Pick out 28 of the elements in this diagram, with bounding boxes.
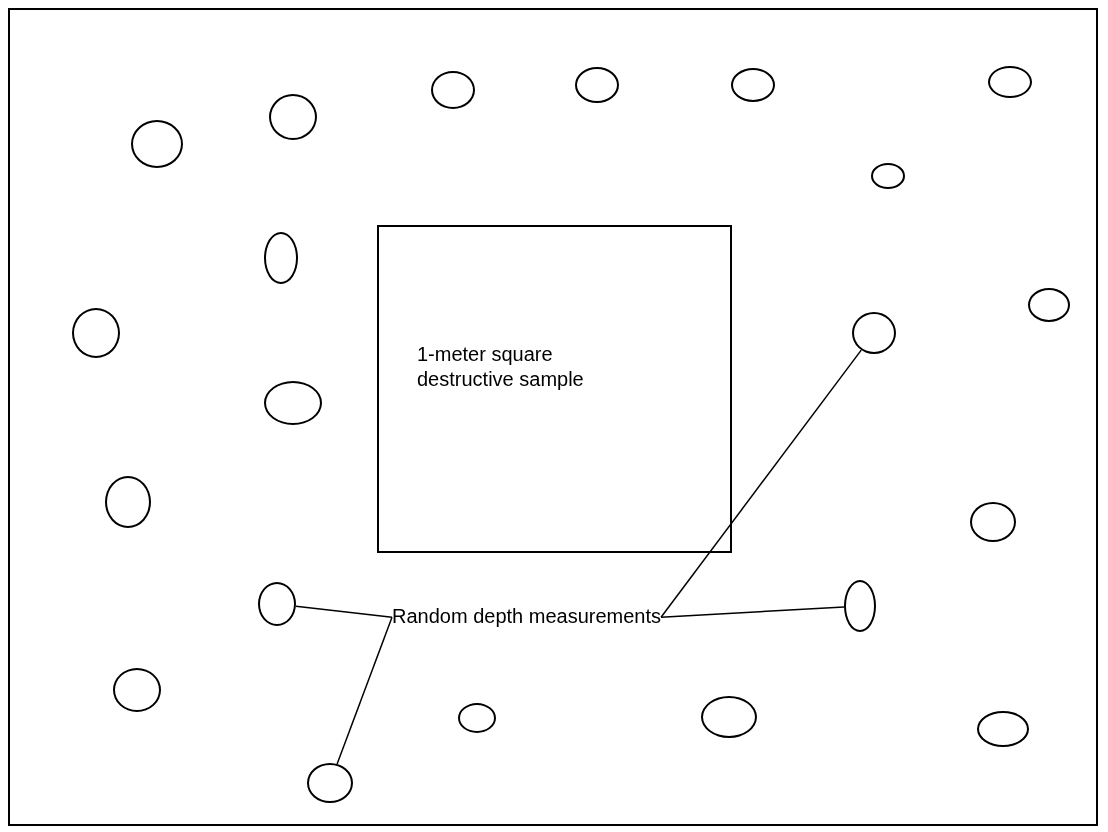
sample-point-ellipse bbox=[871, 163, 905, 189]
sample-point-ellipse bbox=[575, 67, 619, 103]
sample-point-ellipse bbox=[988, 66, 1032, 98]
sample-point-ellipse bbox=[1028, 288, 1070, 322]
sample-label: 1-meter square destructive sample bbox=[417, 342, 585, 392]
leader-line bbox=[336, 616, 393, 765]
sample-point-ellipse bbox=[852, 312, 896, 354]
callout-text: Random depth measurements bbox=[392, 603, 662, 629]
leader-line bbox=[295, 605, 393, 619]
sample-point-ellipse bbox=[970, 502, 1016, 542]
sample-point-ellipse bbox=[105, 476, 151, 528]
sample-point-ellipse bbox=[977, 711, 1029, 747]
leader-line bbox=[660, 606, 845, 619]
sample-point-ellipse bbox=[701, 696, 757, 738]
leader-line bbox=[660, 349, 862, 619]
sample-point-ellipse bbox=[731, 68, 775, 102]
sample-point-ellipse bbox=[113, 668, 161, 712]
sample-point-ellipse bbox=[131, 120, 183, 168]
sample-square bbox=[377, 225, 732, 553]
sample-point-ellipse bbox=[258, 582, 296, 626]
sample-point-ellipse bbox=[269, 94, 317, 140]
sample-point-ellipse bbox=[844, 580, 876, 632]
sample-point-ellipse bbox=[307, 763, 353, 803]
sample-point-ellipse bbox=[458, 703, 496, 733]
sample-point-ellipse bbox=[72, 308, 120, 358]
sample-point-ellipse bbox=[431, 71, 475, 109]
sample-point-ellipse bbox=[264, 232, 298, 284]
sample-point-ellipse bbox=[264, 381, 322, 425]
